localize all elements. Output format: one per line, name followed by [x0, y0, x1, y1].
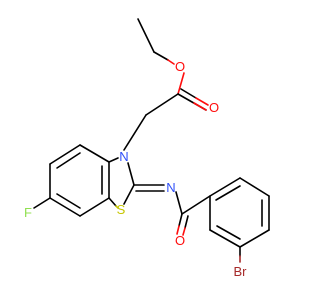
bond-ring-4 [49, 197, 81, 217]
bond-c-n-ring [108, 157, 119, 163]
bond-amide-co-b-red [182, 227, 186, 236]
bond-c-s [108, 197, 117, 207]
bond-ring-2 [49, 144, 81, 165]
atom-label-n-imine: N [166, 180, 175, 195]
molecule-structure: O O N N S F O Br [24, 18, 270, 279]
bond-ar-1 [209, 177, 241, 197]
atom-label-o-ether: O [175, 59, 185, 74]
bond-ar-2 [239, 177, 270, 197]
bond-co-double-a-red [193, 102, 207, 111]
bond-co-double-b-red [195, 97, 209, 106]
bond-ar-5 [209, 229, 241, 248]
bond-ring-1 [79, 144, 110, 163]
bond-ring-2-inner [56, 152, 81, 169]
bond-co-double-b [180, 88, 197, 99]
atom-label-f: F [24, 205, 32, 220]
bond-s-c2 [123, 184, 135, 205]
atom-label-br: Br [234, 264, 248, 279]
atom-label-n-ring: N [119, 149, 128, 164]
bond-ar-4 [239, 229, 270, 248]
bond-c-f [33, 197, 51, 209]
bond-carbonyl-c-ch2 [145, 93, 179, 116]
bond-o-carbonyl-c [177, 72, 185, 95]
bond-ch2-n [123, 114, 147, 151]
bond-s-yellow [115, 205, 119, 209]
bond-n-c2 [127, 162, 135, 186]
bond-o-ester [167, 59, 175, 65]
bond-amide-co-b [184, 215, 189, 229]
bond-ethyl-ch2-o [153, 51, 169, 61]
bond-ar-5-inner [216, 225, 241, 240]
bond-amide-aryl [181, 195, 211, 215]
bond-ring-5 [79, 197, 110, 217]
atom-label-o-carbonyl: O [209, 100, 219, 115]
bond-ar-1-inner [215, 185, 241, 201]
atom-label-s: S [117, 202, 126, 217]
atom-label-o-amide: O [175, 233, 185, 248]
bond-amide-co-a-red [176, 225, 180, 235]
bond-ethyl-ch3-ch2 [137, 18, 155, 53]
bond-amide-co-a [178, 213, 183, 227]
bond-n-amide-c [175, 191, 183, 215]
bond-ring-4-inner [56, 193, 81, 209]
